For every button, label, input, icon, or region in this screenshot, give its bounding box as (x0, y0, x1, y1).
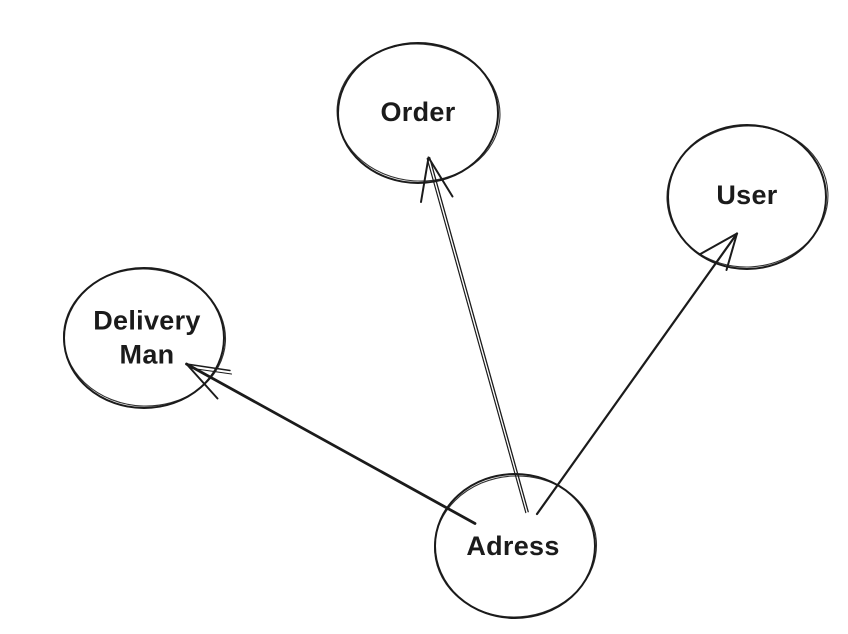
node-label-delivery-man: Delivery Man (93, 305, 201, 369)
node-order-circle (336, 42, 501, 184)
node-delivery-man-circle (63, 267, 227, 409)
arrowhead-at-order (420, 156, 454, 203)
arrowhead-at-delivery-man (185, 363, 233, 400)
node-user-circle (666, 124, 829, 270)
arrowhead-at-user (698, 232, 738, 271)
node-adress-circle (434, 473, 598, 619)
node-label-user: User (716, 180, 778, 211)
node-label-order: Order (380, 97, 456, 128)
node-label-adress: Adress (466, 531, 560, 562)
edge-adress-to-user (535, 232, 739, 516)
edge-adress-to-order (420, 156, 529, 514)
edge-adress-to-delivery-man (185, 362, 477, 525)
